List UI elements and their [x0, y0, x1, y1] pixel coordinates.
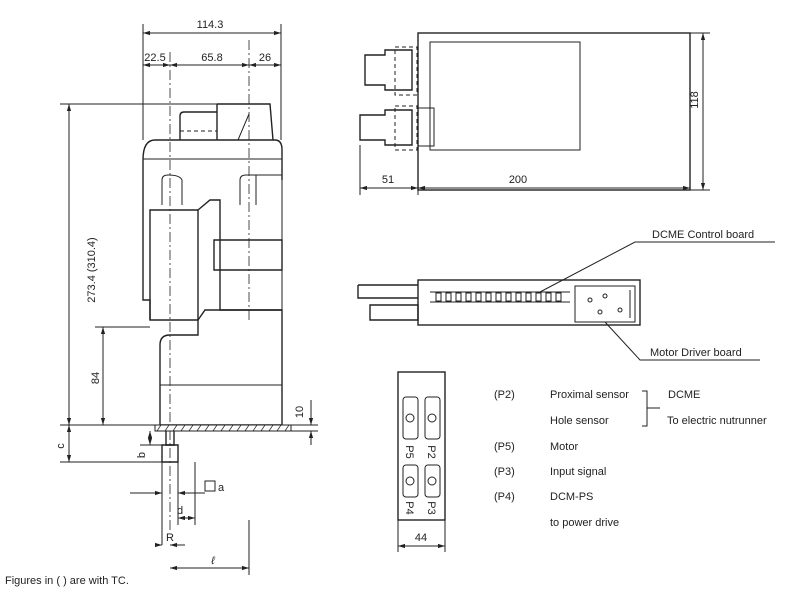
legend-group-subtitle: To electric nutrunner [667, 415, 767, 427]
svg-text:P3: P3 [425, 501, 437, 514]
footnote: Figures in ( ) are with TC. [5, 575, 129, 587]
legend-desc: Hole sensor [550, 415, 609, 427]
panel-width: 44 [415, 532, 427, 544]
legend-desc: DCM-PS [550, 491, 593, 503]
legend-desc: Motor [550, 441, 578, 453]
dim-total-width: 114.3 [197, 19, 224, 31]
controller-top-view: 118 51 200 [359, 32, 710, 195]
dim-lower-height: 84 [90, 372, 102, 384]
dim-l: ℓ [210, 555, 215, 567]
port-p3: P3 [424, 464, 441, 515]
svg-text:P4: P4 [403, 501, 415, 514]
dim-left: 22.5 [144, 52, 165, 64]
svg-text:P5: P5 [403, 445, 415, 458]
legend-brace [642, 390, 660, 427]
top-dim-height: 118 [689, 91, 701, 109]
top-dim-connector: 51 [382, 174, 394, 186]
legend-port: (P5) [494, 441, 515, 453]
controller-board-view: DCME Control board Motor Driver board [357, 229, 775, 361]
dim-c: c [55, 443, 67, 449]
legend-group-title: DCME [668, 389, 700, 401]
dim-right: 26 [259, 52, 271, 64]
dim-b: b [136, 452, 148, 458]
port-p2: P2 [424, 396, 441, 459]
port-legend: (P2) Proximal sensor Hole sensor (P5) Mo… [494, 389, 767, 529]
legend-port: (P3) [494, 466, 515, 478]
dim-d: d [177, 505, 183, 517]
driver-board-label: Motor Driver board [650, 347, 742, 359]
port-p4: P4 [402, 464, 419, 515]
legend-desc: Proximal sensor [550, 389, 629, 401]
connector-panel: P5 P2 P4 P3 44 [397, 371, 446, 552]
legend-port: (P2) [494, 389, 515, 401]
dim-height: 273.4 (310.4) [86, 237, 98, 302]
legend-desc: Input signal [550, 466, 606, 478]
dim-R: R [166, 532, 174, 544]
top-dim-length: 200 [509, 174, 527, 186]
dim-middle: 65.8 [201, 52, 222, 64]
legend-desc: to power drive [550, 517, 619, 529]
control-board-label: DCME Control board [652, 229, 754, 241]
svg-text:P2: P2 [425, 445, 437, 458]
port-p5: P5 [402, 396, 419, 459]
dim-flange: 10 [294, 406, 306, 418]
side-view: 114.3 22.5 65.8 26 [55, 19, 318, 575]
legend-port: (P4) [494, 491, 515, 503]
dim-a: a [218, 482, 225, 494]
